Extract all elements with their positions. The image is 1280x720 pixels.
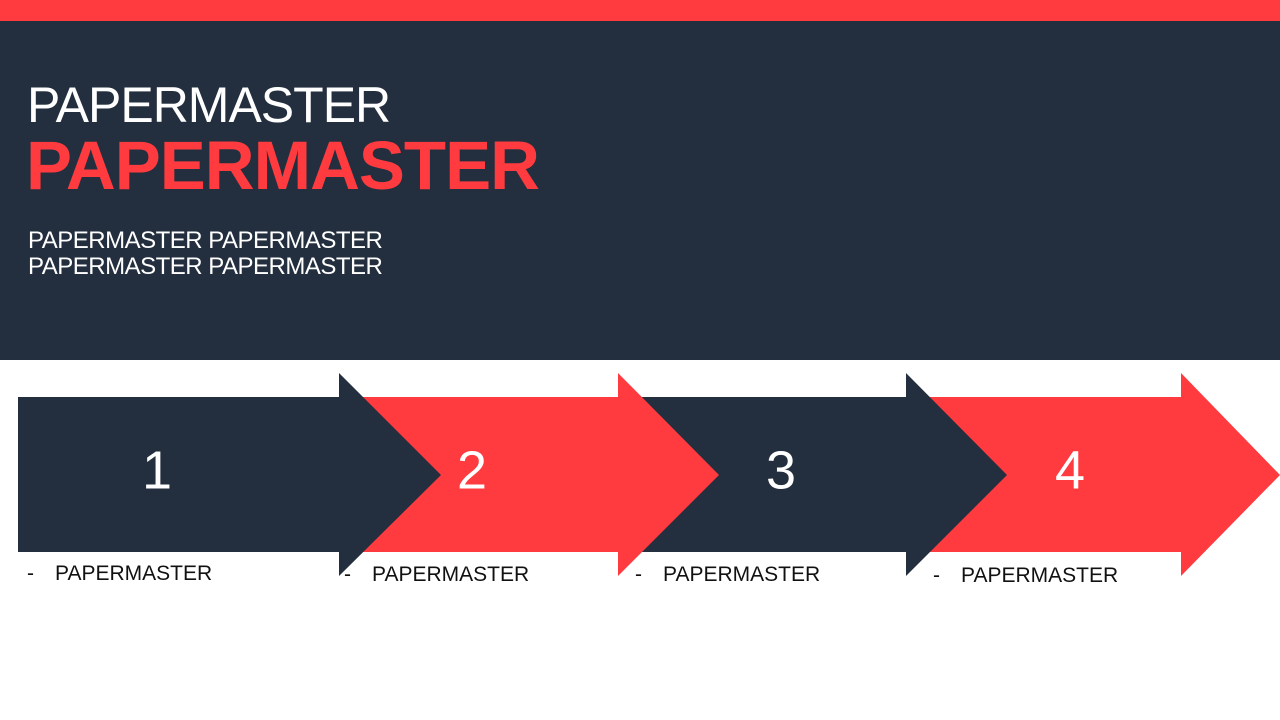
step-4-caption-marker: - — [933, 564, 940, 587]
step-2-number: 2 — [457, 440, 487, 500]
step-3-arrow — [642, 373, 1007, 576]
top-accent-bar — [0, 0, 1280, 21]
step-4-arrow — [930, 373, 1280, 576]
step-3-caption-marker: - — [635, 563, 642, 586]
step-3-caption-text: PAPERMASTER — [663, 563, 821, 586]
step-2-caption-text: PAPERMASTER — [372, 563, 530, 586]
page-title: PAPERMASTER — [27, 77, 391, 133]
step-3-number: 3 — [766, 440, 796, 500]
step-2-caption: -PAPERMASTER — [344, 563, 529, 587]
subtitle-line-1: PAPERMASTER PAPERMASTER — [28, 227, 383, 254]
header-panel — [0, 21, 1280, 360]
step-4-caption-text: PAPERMASTER — [961, 564, 1119, 587]
page-title-highlight: PAPERMASTER — [26, 127, 540, 204]
step-1-caption: -PAPERMASTER — [27, 562, 212, 586]
step-4-caption: -PAPERMASTER — [933, 564, 1118, 588]
step-1-caption-marker: - — [27, 562, 34, 585]
step-2-arrow — [363, 373, 719, 576]
subtitle: PAPERMASTER PAPERMASTER PAPERMASTER PAPE… — [28, 227, 383, 280]
process-arrows: 4 3 2 1 — [18, 373, 1280, 576]
step-3-caption: -PAPERMASTER — [635, 563, 820, 587]
subtitle-line-2: PAPERMASTER PAPERMASTER — [28, 253, 383, 280]
step-1-caption-text: PAPERMASTER — [55, 562, 213, 585]
step-4-number: 4 — [1055, 440, 1085, 500]
step-2-caption-marker: - — [344, 563, 351, 586]
step-1-number: 1 — [142, 440, 172, 500]
step-1-arrow — [18, 373, 441, 576]
